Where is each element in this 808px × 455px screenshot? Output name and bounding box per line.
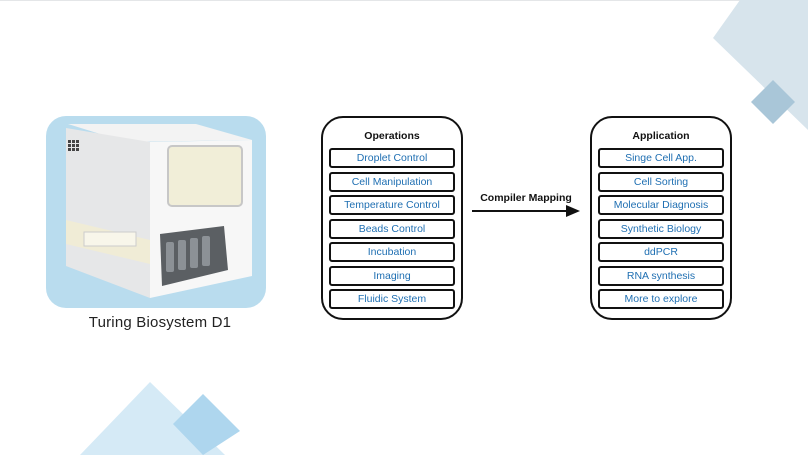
application-item-ddpcr: ddPCR [598, 242, 724, 262]
operation-item-temperature-control: Temperature Control [329, 195, 455, 215]
operation-item-imaging: Imaging [329, 266, 455, 286]
decor-diamond-large-bottom [80, 382, 225, 455]
operation-item-droplet-control: Droplet Control [329, 148, 455, 168]
decor-diamond-small-bottom [173, 394, 240, 455]
operation-item-cell-manipulation: Cell Manipulation [329, 172, 455, 192]
compiler-mapping-label: Compiler Mapping [480, 192, 572, 204]
operation-item-beads-control: Beads Control [329, 219, 455, 239]
application-item-cell-sorting: Cell Sorting [598, 172, 724, 192]
application-item-molecular-diagnosis: Molecular Diagnosis [598, 195, 724, 215]
decor-diamond-small-top [751, 80, 795, 124]
application-item-rna-synthesis: RNA synthesis [598, 266, 724, 286]
application-item-single-cell: Singe Cell App. [598, 148, 724, 168]
compiler-mapping-arrow [472, 205, 580, 217]
top-border [0, 0, 808, 1]
application-title: Application [632, 130, 690, 142]
application-panel: Application Singe Cell App. Cell Sorting… [590, 116, 732, 320]
product-caption: Turing Biosystem D1 [88, 314, 232, 331]
operations-panel: Operations Droplet Control Cell Manipula… [321, 116, 463, 320]
application-item-synthetic-biology: Synthetic Biology [598, 219, 724, 239]
operation-item-fluidic-system: Fluidic System [329, 289, 455, 309]
product-image [46, 116, 266, 308]
device-illustration [66, 124, 252, 298]
operations-title: Operations [364, 130, 420, 142]
decor-diamond-large-top [713, 0, 808, 130]
application-item-more-to-explore: More to explore [598, 289, 724, 309]
operation-item-incubation: Incubation [329, 242, 455, 262]
